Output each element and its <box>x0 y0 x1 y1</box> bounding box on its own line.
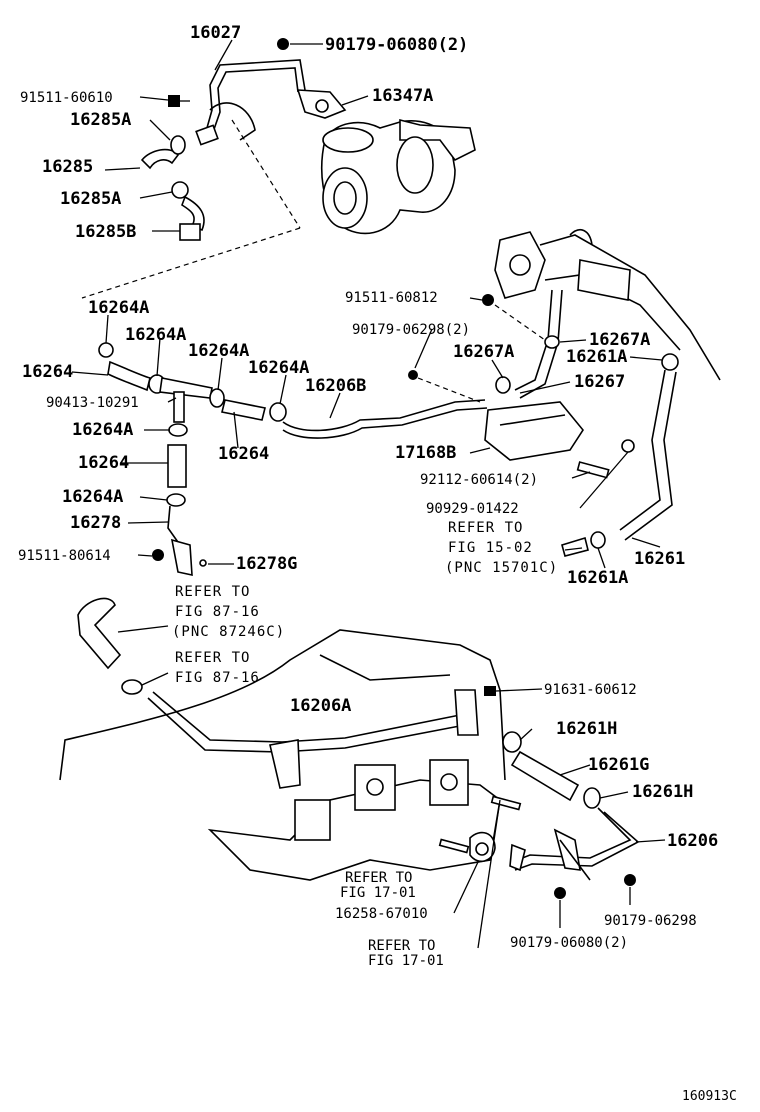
hose-16261 <box>561 353 679 557</box>
callout-16267A-2: 16267A <box>453 342 514 362</box>
pipe-16027 <box>195 59 306 146</box>
callout-16027: 16027 <box>190 23 241 43</box>
callout-16264A-5: 16264A <box>72 420 133 440</box>
fitting-16285B <box>179 223 201 241</box>
ref-fig15-02-l3: (PNC 15701C) <box>445 560 558 576</box>
callout-16261A-2: 16261A <box>567 568 628 588</box>
callout-labels: 16027 90179-06080(2) 91511-60610 16347A … <box>18 23 737 1104</box>
ref-fig17-01b-l1: REFER TO <box>368 938 435 954</box>
callout-16278: 16278 <box>70 513 121 533</box>
callout-90179-06298-bottom: 90179-06298 <box>604 913 697 929</box>
bolt-91511-60610 <box>168 95 190 107</box>
callout-16206B: 16206B <box>305 376 366 396</box>
callout-16285A-1: 16285A <box>70 110 131 130</box>
callout-16264A-4: 16264A <box>248 358 309 378</box>
callout-16206: 16206 <box>667 831 718 851</box>
pipe-assembly-right <box>494 229 721 399</box>
callout-16347A: 16347A <box>372 86 433 106</box>
callout-16261H-2: 16261H <box>632 782 693 802</box>
pipe-16206B <box>282 399 486 432</box>
callout-90413-10291: 90413-10291 <box>46 395 139 411</box>
callout-92112-60614: 92112-60614(2) <box>420 472 538 488</box>
callout-16285A-2: 16285A <box>60 189 121 209</box>
ref-fig87-16a-l2: FIG 87-16 <box>175 604 260 620</box>
callout-16267A-1: 16267A <box>589 330 650 350</box>
ref-fig87-16b-l1: REFER TO <box>175 650 250 666</box>
callout-16264-c: 16264 <box>78 453 129 473</box>
callout-91631-60612: 91631-60612 <box>544 682 637 698</box>
callout-16278G: 16278G <box>236 554 297 574</box>
callout-16261A-1: 16261A <box>566 347 627 367</box>
ref-fig17-01b-l2: FIG 17-01 <box>368 953 444 969</box>
callout-16264A-6: 16264A <box>62 487 123 507</box>
exhaust-manifold <box>207 759 501 881</box>
callout-16267: 16267 <box>574 372 625 392</box>
callout-91511-60610: 91511-60610 <box>20 90 113 106</box>
hose-16285 <box>140 148 180 170</box>
ref-fig15-02-l1: REFER TO <box>448 520 523 536</box>
callout-16261: 16261 <box>634 549 685 569</box>
callout-16285: 16285 <box>42 157 93 177</box>
callout-17168B: 17168B <box>395 443 456 463</box>
callout-90929-01422: 90929-01422 <box>426 501 519 517</box>
leader-lines <box>71 39 666 949</box>
ref-fig87-16b-l2: FIG 87-16 <box>175 670 260 686</box>
ref-fig87-16a-l1: REFER TO <box>175 584 250 600</box>
bracket-17168B <box>484 401 584 461</box>
callout-16264A-2: 16264A <box>125 325 186 345</box>
ref-fig87-16a-l3: (PNC 87246C) <box>172 624 285 640</box>
ref-fig15-02-l2: FIG 15-02 <box>448 540 533 556</box>
turbocharger <box>320 118 476 235</box>
callout-90179-06298-mid: 90179-06298(2) <box>352 322 470 338</box>
callout-16258-67010: 16258-67010 <box>335 906 428 922</box>
ref-fig17-01a-l1: REFER TO <box>345 870 412 886</box>
callout-16206A: 16206A <box>290 696 351 716</box>
ref-fig17-01a-l2: FIG 17-01 <box>340 885 416 901</box>
callout-16264-a: 16264 <box>22 362 73 382</box>
callout-16264-b: 16264 <box>218 444 269 464</box>
callout-16264A-3: 16264A <box>188 341 249 361</box>
callout-90179-06080-bottom: 90179-06080(2) <box>510 935 628 951</box>
diagram-id: 160913C <box>682 1089 737 1104</box>
nut-90179-06080-top <box>277 38 289 50</box>
callout-16261G: 16261G <box>588 755 649 775</box>
callout-90179-06080-top: 90179-06080(2) <box>325 35 468 55</box>
callout-91511-60812: 91511-60812 <box>345 290 438 306</box>
callout-16261H-1: 16261H <box>556 719 617 739</box>
callout-91511-80614: 91511-80614 <box>18 548 111 564</box>
callout-16264A-1: 16264A <box>88 298 149 318</box>
callout-16285B: 16285B <box>75 222 136 242</box>
